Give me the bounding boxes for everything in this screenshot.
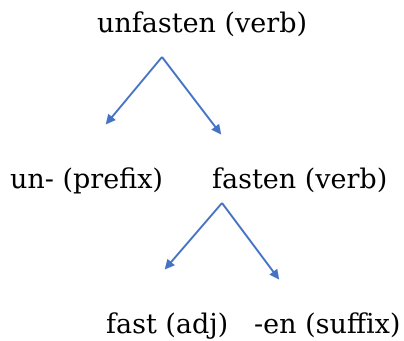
root-word-node: unfasten (verb): [97, 8, 308, 39]
suffix-node: -en (suffix): [254, 309, 401, 340]
arrow-root-to-prefix: [105, 56, 163, 125]
stem-word-node: fasten (verb): [212, 164, 388, 195]
prefix-node: un- (prefix): [10, 164, 163, 195]
arrow-stem-to-base: [164, 202, 223, 270]
arrow-stem-to-suffix: [221, 202, 280, 280]
base-word-node: fast (adj): [106, 309, 229, 340]
arrow-root-to-stem: [161, 56, 222, 135]
